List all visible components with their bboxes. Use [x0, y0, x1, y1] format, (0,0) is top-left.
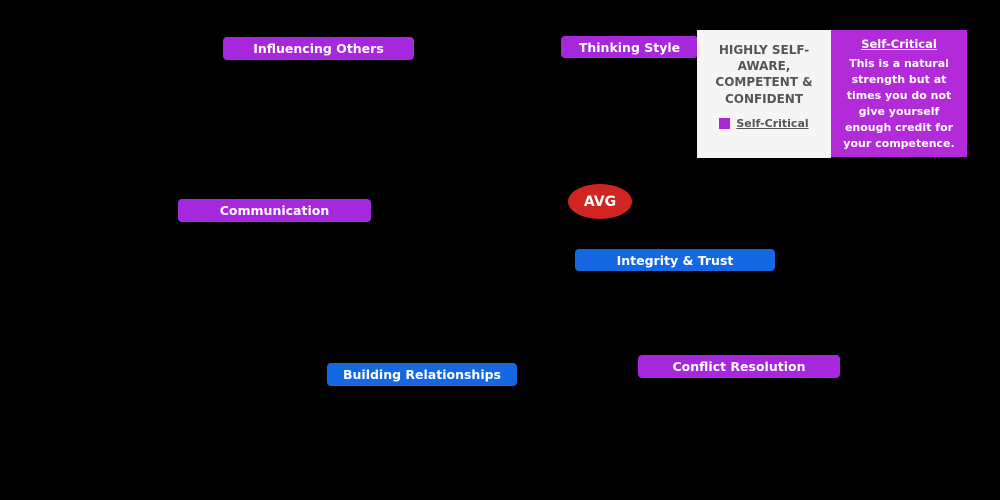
category-label-conflict-resolution: Conflict Resolution [672, 359, 806, 374]
category-box-integrity-trust: Integrity & Trust [575, 249, 775, 271]
category-box-conflict-resolution: Conflict Resolution [638, 355, 840, 378]
summary-heading: HIGHLY SELF-AWARE, COMPETENT & CONFIDENT [715, 43, 813, 106]
category-box-influencing-others: Influencing Others [223, 37, 414, 60]
category-label-communication: Communication [219, 203, 330, 218]
category-box-thinking-style: Thinking Style [561, 36, 698, 58]
avg-marker-label: AVG [583, 193, 617, 210]
category-box-communication: Communication [178, 199, 371, 222]
category-box-building-relationships: Building Relationships [327, 363, 517, 386]
summary-panel: HIGHLY SELF-AWARE, COMPETENT & CONFIDENT… [697, 30, 831, 158]
legend-item-self-critical: Self-Critical [719, 116, 809, 130]
category-label-thinking-style: Thinking Style [578, 39, 681, 55]
category-label-influencing-others: Influencing Others [253, 41, 384, 56]
detail-panel: Self-Critical This is a natural strength… [831, 30, 967, 157]
category-label-integrity-trust: Integrity & Trust [616, 252, 734, 268]
category-label-building-relationships: Building Relationships [342, 367, 501, 382]
avg-marker-ellipse: AVG [568, 184, 632, 219]
detail-panel-body: This is a natural strength but at times … [843, 57, 955, 150]
legend-label: Self-Critical [736, 116, 809, 130]
detail-panel-title: Self-Critical [861, 37, 937, 51]
legend-swatch-icon [719, 117, 731, 129]
